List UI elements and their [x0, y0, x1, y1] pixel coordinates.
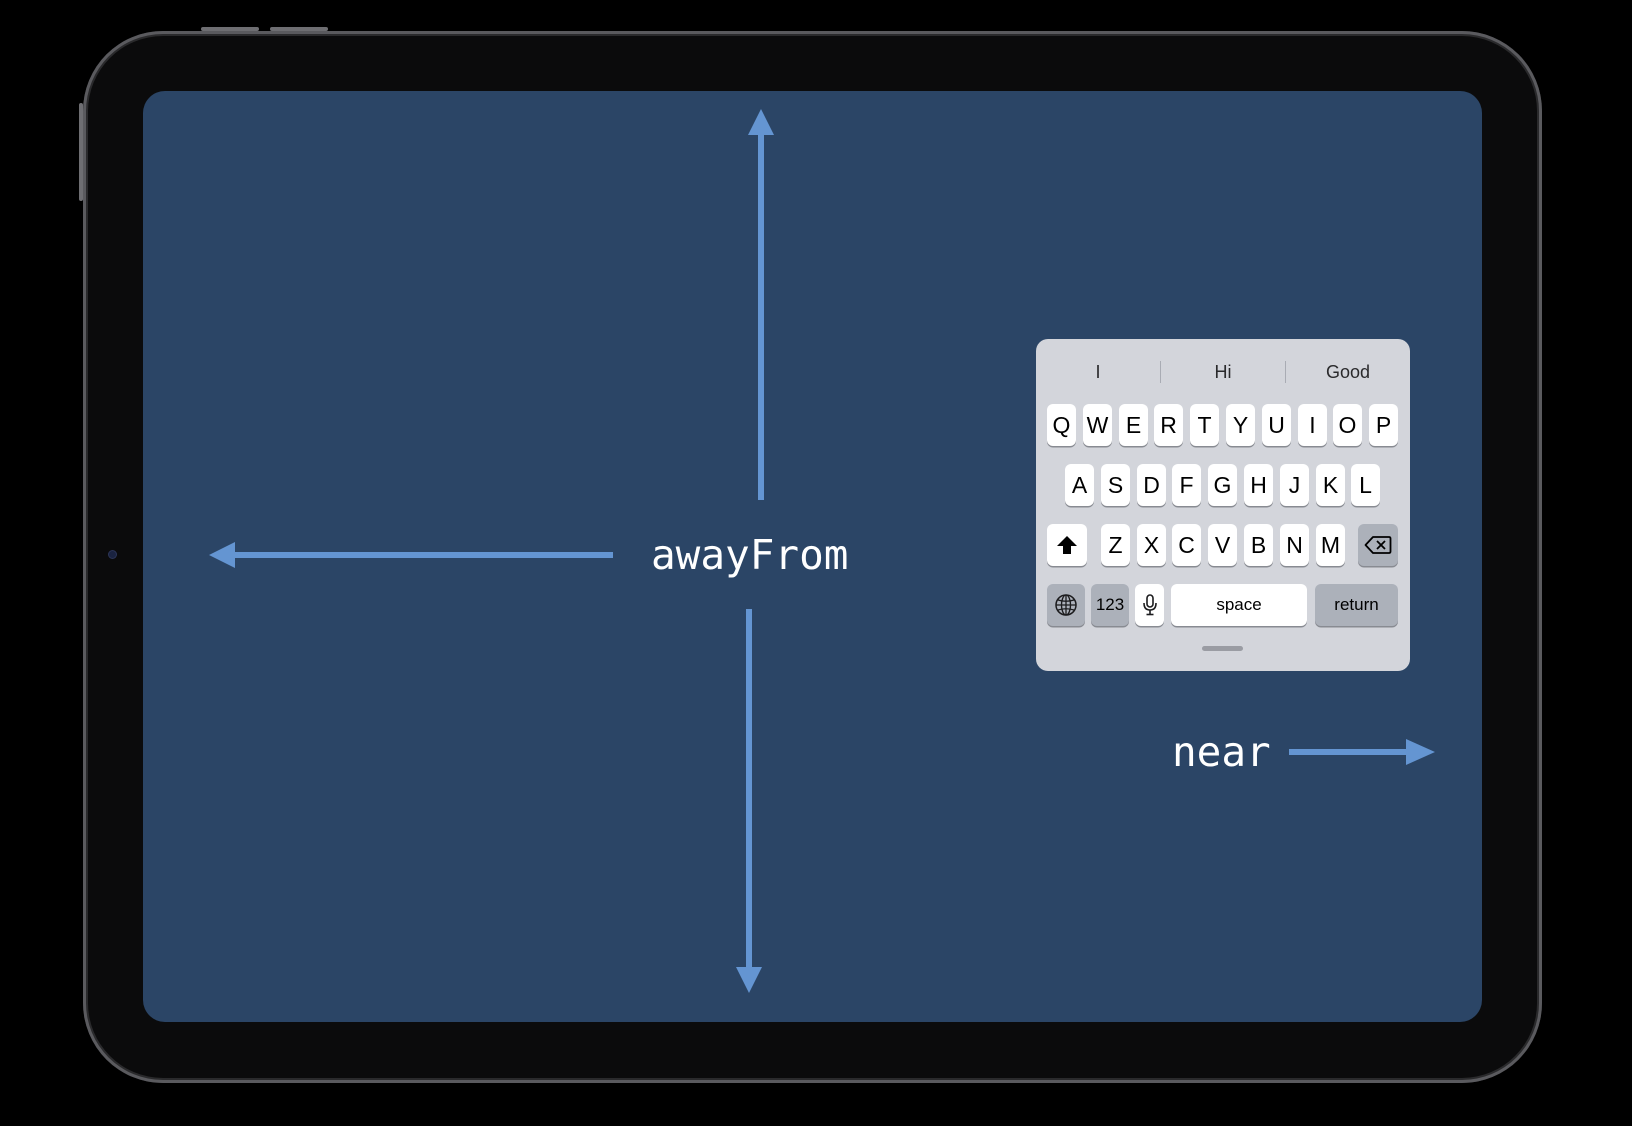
key-b[interactable]: B [1244, 524, 1273, 566]
key-p[interactable]: P [1369, 404, 1398, 446]
screen: awayFrom near I Hi Good Q W E R T Y U I … [143, 91, 1482, 1022]
key-o[interactable]: O [1333, 404, 1362, 446]
key-x[interactable]: X [1137, 524, 1166, 566]
key-j[interactable]: J [1280, 464, 1309, 506]
arrow-diagram [209, 109, 1435, 993]
key-d[interactable]: D [1137, 464, 1166, 506]
down-arrow-icon [736, 609, 762, 993]
top-button-1 [201, 27, 259, 31]
dictation-key[interactable] [1135, 584, 1164, 626]
key-t[interactable]: T [1190, 404, 1219, 446]
top-button-2 [270, 27, 328, 31]
globe-key[interactable] [1047, 584, 1085, 626]
key-e[interactable]: E [1119, 404, 1148, 446]
key-w[interactable]: W [1083, 404, 1112, 446]
camera-icon [109, 551, 116, 558]
key-c[interactable]: C [1172, 524, 1201, 566]
key-a[interactable]: A [1065, 464, 1094, 506]
key-z[interactable]: Z [1101, 524, 1130, 566]
key-y[interactable]: Y [1226, 404, 1255, 446]
away-from-label: awayFrom [651, 531, 849, 579]
suggestion-2[interactable]: Hi [1214, 362, 1232, 382]
left-arrow-icon [209, 542, 613, 568]
shift-icon [1057, 536, 1077, 554]
globe-icon [1055, 594, 1077, 616]
space-key[interactable]: space [1171, 584, 1307, 626]
delete-icon [1364, 536, 1392, 554]
shift-key[interactable] [1047, 524, 1087, 566]
key-u[interactable]: U [1262, 404, 1291, 446]
suggestion-1[interactable]: I [1095, 362, 1101, 382]
key-f[interactable]: F [1172, 464, 1201, 506]
suggestion-bar: I Hi Good [1036, 355, 1410, 389]
key-k[interactable]: K [1316, 464, 1345, 506]
suggestion-divider [1160, 361, 1161, 383]
key-l[interactable]: L [1351, 464, 1380, 506]
return-key[interactable]: return [1315, 584, 1398, 626]
suggestion-3[interactable]: Good [1325, 362, 1371, 382]
key-m[interactable]: M [1316, 524, 1345, 566]
key-h[interactable]: H [1244, 464, 1273, 506]
mic-icon [1142, 594, 1157, 616]
key-v[interactable]: V [1208, 524, 1237, 566]
key-g[interactable]: G [1208, 464, 1237, 506]
near-label: near [1172, 728, 1271, 776]
key-r[interactable]: R [1154, 404, 1183, 446]
keyboard-drag-handle[interactable] [1202, 646, 1243, 651]
up-arrow-icon [748, 109, 774, 500]
floating-keyboard: I Hi Good Q W E R T Y U I O P A S D F G … [1036, 339, 1410, 671]
side-button [79, 103, 83, 201]
right-arrow-icon [1289, 739, 1435, 765]
delete-key[interactable] [1358, 524, 1398, 566]
key-q[interactable]: Q [1047, 404, 1076, 446]
suggestion-divider [1285, 361, 1286, 383]
numbers-key[interactable]: 123 [1091, 584, 1129, 626]
key-i[interactable]: I [1298, 404, 1327, 446]
key-n[interactable]: N [1280, 524, 1309, 566]
key-s[interactable]: S [1101, 464, 1130, 506]
ipad-frame: awayFrom near I Hi Good Q W E R T Y U I … [79, 27, 1542, 1083]
